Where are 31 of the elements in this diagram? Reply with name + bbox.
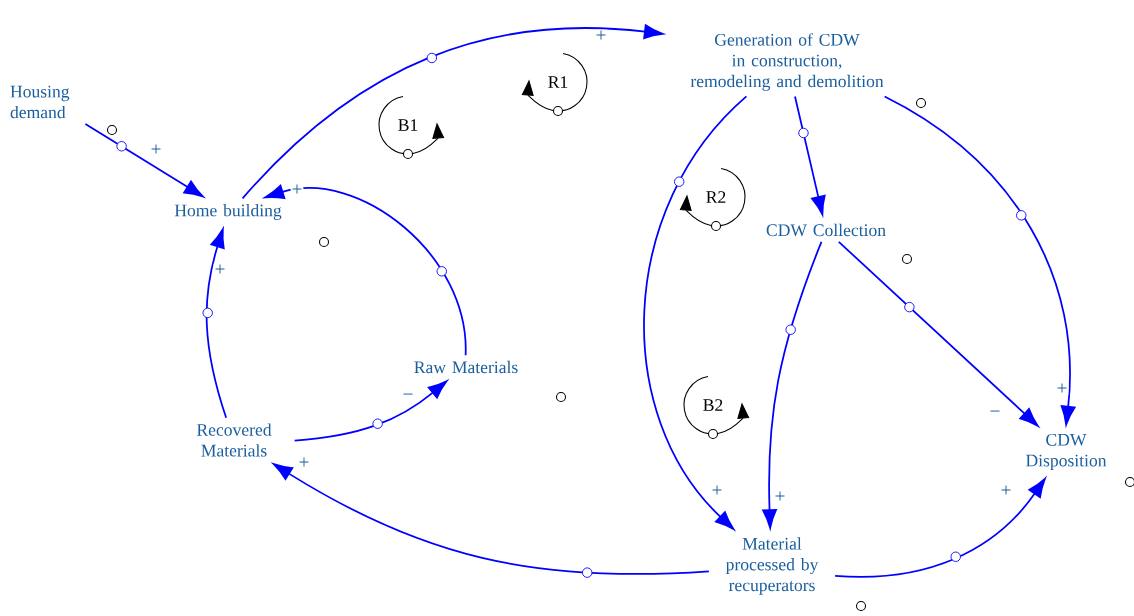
arrow xyxy=(264,184,467,357)
polarity-sign: + xyxy=(710,484,724,498)
polarity-sign: + xyxy=(594,29,608,43)
variable-label: Material processed by recuperators xyxy=(725,537,819,595)
variable-label: Generation of CDW in construction, remodeling and demolition xyxy=(690,33,884,91)
arrow xyxy=(837,241,1039,427)
variable-label: Raw Materials xyxy=(414,360,518,374)
variable-label: CDW Disposition xyxy=(1026,433,1107,471)
variable-label: Home building xyxy=(174,204,282,220)
arrow xyxy=(643,95,748,530)
arrow xyxy=(883,95,1076,426)
arrow xyxy=(762,241,823,529)
polarity-sign: + xyxy=(213,263,227,277)
arrow xyxy=(794,95,826,216)
polarity-sign: + xyxy=(773,490,787,504)
arrow xyxy=(241,24,664,200)
variable-label: Recovered Materials xyxy=(196,423,272,457)
polarity-sign: + xyxy=(297,456,311,470)
polarity-sign: − xyxy=(401,392,415,402)
arrow xyxy=(84,123,204,198)
arrow xyxy=(293,380,448,442)
variable-label: Housing demand xyxy=(10,85,70,119)
polarity-sign: + xyxy=(999,484,1013,498)
polarity-sign: − xyxy=(988,409,1002,419)
variable-label: CDW Collection xyxy=(766,223,886,237)
polarity-sign: + xyxy=(1055,382,1069,396)
polarity-sign: + xyxy=(290,183,304,197)
arrow xyxy=(272,463,710,578)
arrow xyxy=(834,477,1046,578)
arrow xyxy=(202,228,228,419)
polarity-sign: + xyxy=(149,143,163,157)
